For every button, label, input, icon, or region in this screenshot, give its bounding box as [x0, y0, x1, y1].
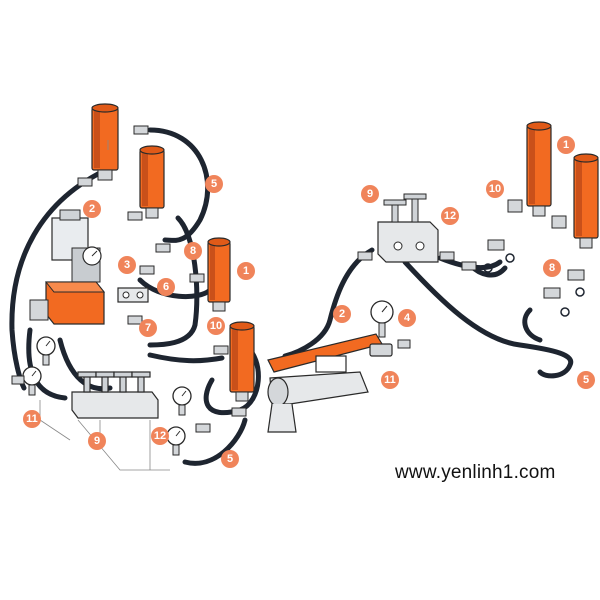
- gauge-icon: [22, 366, 42, 396]
- cylinder-lower-right: [229, 321, 255, 402]
- callout-number: 10: [210, 320, 222, 332]
- hose: [147, 127, 211, 243]
- hose-group-right: [282, 247, 574, 379]
- callout-number: 7: [145, 322, 151, 334]
- dust-caps: [483, 253, 585, 317]
- hose: [137, 277, 213, 300]
- gauge-icon: [36, 336, 56, 366]
- callout-badge: 1: [237, 262, 255, 280]
- callout-badge: 10: [207, 317, 225, 335]
- callout-number: 1: [243, 265, 249, 277]
- hose: [282, 247, 375, 359]
- hose: [147, 215, 200, 348]
- callout-number: 2: [89, 203, 95, 215]
- callout-number: 12: [154, 430, 166, 442]
- manifold-right: [377, 193, 439, 263]
- hand-pump-system: [267, 121, 599, 433]
- cylinder-middle-right: [207, 237, 231, 312]
- coupler-fittings: [11, 125, 247, 433]
- callout-badge: 5: [577, 371, 595, 389]
- coupler-block: [117, 287, 149, 303]
- callout-number: 1: [563, 139, 569, 151]
- callout-number: 2: [339, 308, 345, 320]
- callout-badge: 4: [398, 309, 416, 327]
- callout-number: 8: [549, 262, 555, 274]
- callout-number: 9: [367, 188, 373, 200]
- cylinder-top-middle: [139, 145, 165, 219]
- manifold-left: [71, 371, 159, 419]
- callout-badge: 11: [381, 371, 399, 389]
- callout-badge: 3: [118, 256, 136, 274]
- hose: [402, 259, 574, 379]
- callout-number: 11: [26, 413, 38, 425]
- adapter-fitting: [369, 343, 393, 357]
- electric-pump-system: [9, 103, 261, 471]
- cylinder-top-left: [91, 103, 119, 181]
- callout-badge: 12: [441, 207, 459, 225]
- hose: [182, 417, 248, 466]
- callout-number: 11: [384, 374, 396, 386]
- gauge-icon: [370, 300, 394, 338]
- callout-number: 3: [124, 259, 130, 271]
- callout-badge: 8: [184, 242, 202, 260]
- callout-badge: 9: [88, 432, 106, 450]
- gauge-icon: [166, 426, 186, 456]
- callout-badge: 8: [543, 259, 561, 277]
- callout-number: 6: [163, 281, 169, 293]
- callout-badge: 2: [83, 200, 101, 218]
- callout-badge: 5: [205, 175, 223, 193]
- cylinder-right-front: [573, 153, 599, 249]
- hose: [147, 352, 225, 364]
- callout-badge: 5: [221, 450, 239, 468]
- cylinder-right-back: [526, 121, 552, 217]
- callout-badge: 11: [23, 410, 41, 428]
- callout-number: 9: [94, 435, 100, 447]
- website-watermark: www.yenlinh1.com: [395, 462, 556, 483]
- gauge-icon: [172, 386, 192, 416]
- callout-badge: 10: [486, 180, 504, 198]
- callout-badge: 6: [157, 278, 175, 296]
- callout-number: 5: [211, 178, 217, 190]
- callout-badge: 2: [333, 305, 351, 323]
- callouts: 1 2 3 5 5 6 7 8 9 10 11 12 1 2 4 5 8 9 1…: [23, 136, 595, 468]
- callout-number: 12: [444, 210, 456, 222]
- coupler-fittings: [357, 199, 585, 349]
- callout-badge: 12: [151, 427, 169, 445]
- callout-badge: 1: [557, 136, 575, 154]
- callout-badge: 9: [361, 185, 379, 203]
- electric-pump: [29, 209, 106, 325]
- callout-number: 10: [489, 183, 501, 195]
- callout-badge: 7: [139, 319, 157, 337]
- callout-number: 8: [190, 245, 196, 257]
- callout-number: 5: [227, 453, 233, 465]
- callout-number: 4: [404, 312, 411, 324]
- valve-handles: [77, 371, 151, 393]
- hose: [9, 165, 113, 391]
- hose: [437, 255, 503, 271]
- hose: [522, 307, 543, 343]
- hand-pump: [267, 333, 383, 433]
- callout-number: 5: [583, 374, 589, 386]
